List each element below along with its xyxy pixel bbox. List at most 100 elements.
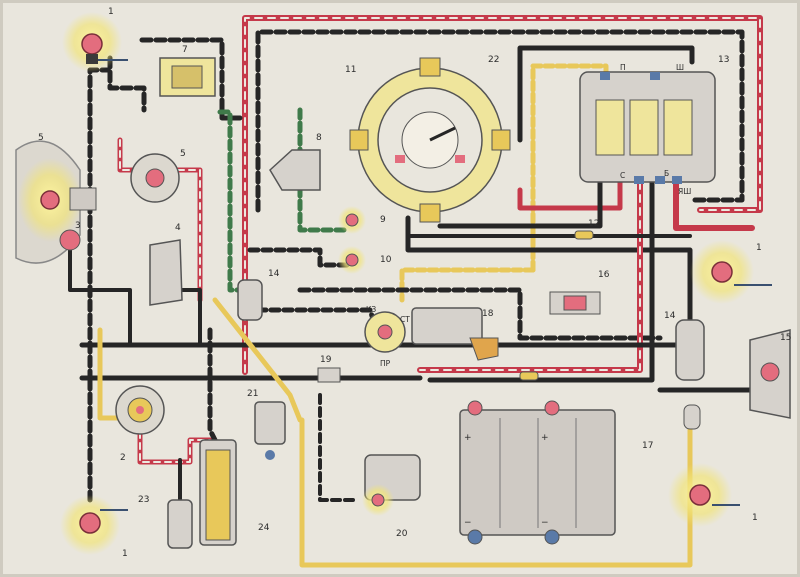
lamp-bottom-left xyxy=(60,495,128,555)
battery-post-2 xyxy=(544,400,560,416)
terminal-pr: ПР xyxy=(380,359,391,368)
label-13: 13 xyxy=(718,55,729,65)
regulator-terminal-yash xyxy=(672,176,682,184)
regulator-terminal-b xyxy=(655,176,665,184)
label-20: 20 xyxy=(396,529,408,539)
ignition-coil xyxy=(199,439,237,546)
label-12: 12 xyxy=(588,219,599,229)
ignition-switch-center xyxy=(377,324,393,340)
headlight-bulb xyxy=(40,190,60,210)
regulator-terminal-s xyxy=(634,176,644,184)
distributor-center xyxy=(136,406,144,414)
ignition-coil-winding xyxy=(205,449,231,541)
label-5-lamp: 5 xyxy=(38,133,44,143)
wire-black-regulator xyxy=(517,45,695,143)
terminal-kz: КЗ xyxy=(366,305,376,314)
component-19-body xyxy=(317,367,341,383)
wire-black-10 xyxy=(247,247,351,268)
component-7 xyxy=(159,57,216,97)
label-3: 3 xyxy=(75,221,81,231)
lamp-top-left xyxy=(62,12,128,72)
regulator-relay-2 xyxy=(629,99,659,156)
terminal-sh: Ш xyxy=(676,63,684,72)
wire-black-bottom-yellow xyxy=(318,393,357,502)
component-8-body xyxy=(269,149,321,191)
wire-red-regulator-right xyxy=(673,179,755,231)
switch-5-center xyxy=(145,168,165,188)
component-9 xyxy=(338,206,366,234)
generator-brush-1 xyxy=(395,155,405,163)
label-18: 18 xyxy=(482,309,494,319)
label-11: 11 xyxy=(345,65,356,75)
component-10 xyxy=(338,246,366,274)
junction-14-left-body xyxy=(237,279,263,321)
tail-light xyxy=(749,329,791,419)
label-2: 2 xyxy=(120,453,126,463)
component-9-bulb xyxy=(345,213,359,227)
lamp-bulb xyxy=(81,33,103,55)
component-21 xyxy=(254,401,286,460)
lamp-right xyxy=(690,240,772,304)
battery-post-1 xyxy=(467,400,483,416)
label-19: 19 xyxy=(320,355,332,365)
battery-plus-1: + xyxy=(464,433,472,443)
label-23: 23 xyxy=(138,495,149,505)
terminal-s: С xyxy=(620,171,625,180)
wire-black-4 xyxy=(178,288,202,347)
component-4-body xyxy=(149,239,183,306)
component-21-plug xyxy=(265,450,275,460)
lamp-bottom-right xyxy=(668,404,740,527)
component-10-bulb xyxy=(345,253,359,267)
label-14-right: 14 xyxy=(664,311,676,321)
wire-black-regulator-down xyxy=(427,179,655,383)
label-24: 24 xyxy=(258,523,270,533)
wire-red-gen xyxy=(517,179,623,211)
regulator-relay-3 xyxy=(663,99,693,156)
component-16 xyxy=(549,291,601,315)
switch-5 xyxy=(130,153,180,203)
label-9: 9 xyxy=(380,215,386,225)
component-21-body xyxy=(254,401,286,445)
fuse-low xyxy=(519,371,539,381)
label-7: 7 xyxy=(182,45,188,55)
generator-brush-2 xyxy=(455,155,465,163)
headlight-connector xyxy=(69,187,97,211)
battery-minus-2: − xyxy=(541,518,549,528)
ignition-key-body xyxy=(411,307,483,345)
generator-arm xyxy=(429,126,456,142)
tail-light-bulb xyxy=(760,362,780,382)
battery-post-4 xyxy=(544,529,560,545)
terminal-st: СТ xyxy=(400,315,410,324)
wire-black-gen xyxy=(437,179,603,229)
generator-pole-w xyxy=(349,129,369,151)
battery-plus-2: + xyxy=(541,433,549,443)
wire-red-2-dash xyxy=(139,431,211,463)
labels: 1 5 7 5 11 22 13 8 9 10 4 3 14 12 16 18 … xyxy=(38,7,791,559)
lamp-right-bulb xyxy=(711,261,733,283)
generator-pole-s xyxy=(419,203,441,223)
label-8: 8 xyxy=(316,133,322,143)
label-10: 10 xyxy=(380,255,392,265)
regulator-terminal-sh xyxy=(650,72,660,80)
regulator xyxy=(579,71,716,184)
label-21: 21 xyxy=(247,389,258,399)
wire-yellow-diag xyxy=(212,297,303,423)
generator xyxy=(349,57,511,223)
lamp-socket xyxy=(86,54,98,64)
label-14-left: 14 xyxy=(268,269,280,279)
wire-black-21 xyxy=(207,327,218,443)
battery-minus-1: − xyxy=(464,518,472,528)
label-1-bottom-right: 1 xyxy=(752,513,758,523)
label-1-top: 1 xyxy=(108,7,114,17)
fuse-12 xyxy=(574,230,594,240)
label-17: 17 xyxy=(642,441,653,451)
regulator-terminal-p xyxy=(600,72,610,80)
label-5-switch: 5 xyxy=(180,149,186,159)
battery xyxy=(459,400,616,545)
ignition-switch xyxy=(364,307,499,361)
junction-14-right xyxy=(675,319,705,381)
wire-black-top-left xyxy=(107,55,147,113)
component-3 xyxy=(59,229,81,251)
lamp-bottom-right-bulb xyxy=(689,484,711,506)
wire-black-3 xyxy=(68,238,132,347)
